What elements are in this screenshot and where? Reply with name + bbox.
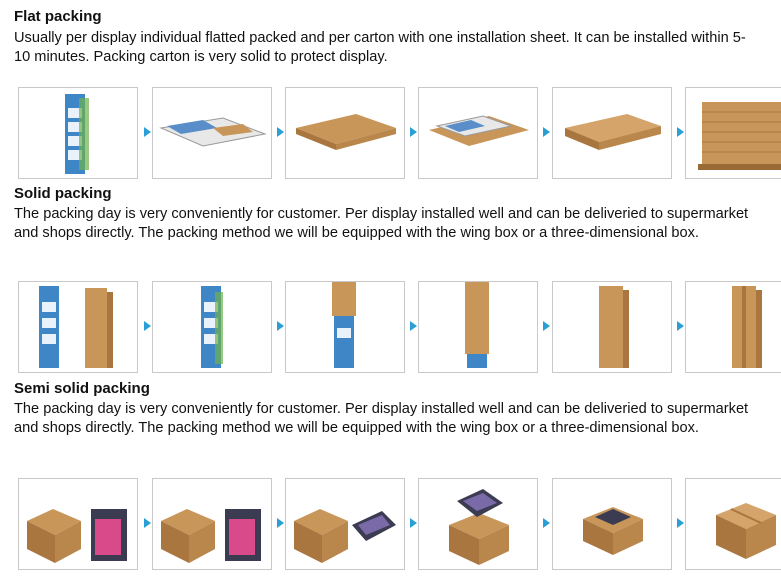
next-step-arrow — [277, 321, 284, 331]
next-step-arrow — [144, 127, 151, 137]
next-step-arrow — [543, 518, 550, 528]
section-description: The packing day is very conveniently for… — [14, 206, 749, 241]
section-description: Usually per display individual flatted p… — [14, 30, 746, 65]
open-box-with-tray-icon — [152, 478, 272, 570]
tray-in-box-icon — [418, 478, 538, 570]
next-step-arrow — [543, 127, 550, 137]
next-step-arrow — [410, 518, 417, 528]
next-step-arrow — [410, 321, 417, 331]
next-step-arrow — [277, 127, 284, 137]
next-step-arrow — [144, 321, 151, 331]
flat-panels-icon — [152, 87, 272, 179]
section-title: Semi solid packing — [14, 380, 150, 397]
panels-in-carton-icon — [418, 87, 538, 179]
next-step-arrow — [543, 321, 550, 331]
section-description: The packing day is very conveniently for… — [14, 401, 749, 436]
section-title: Flat packing — [14, 8, 102, 25]
display-stand-icon — [18, 87, 138, 179]
closed-box-icon — [685, 478, 781, 570]
next-step-arrow — [677, 321, 684, 331]
tall-box-sealed-icon — [685, 281, 781, 373]
display-with-tall-box-icon — [18, 281, 138, 373]
next-step-arrow — [144, 518, 151, 528]
tray-in-box-icon — [552, 478, 672, 570]
box-lowered-on-display-icon — [285, 281, 405, 373]
display-stand-icon — [152, 281, 272, 373]
step-strip — [0, 281, 781, 375]
stacked-cartons-on-pallet-icon — [685, 87, 781, 179]
next-step-arrow — [277, 518, 284, 528]
box-covering-display-icon — [418, 281, 538, 373]
section-title: Solid packing — [14, 185, 112, 202]
step-strip — [0, 87, 781, 181]
open-box-with-tray-icon — [18, 478, 138, 570]
closed-flat-carton-icon — [552, 87, 672, 179]
open-flat-carton-icon — [285, 87, 405, 179]
next-step-arrow — [677, 127, 684, 137]
step-strip — [0, 478, 781, 572]
next-step-arrow — [677, 518, 684, 528]
tall-box-icon — [552, 281, 672, 373]
next-step-arrow — [410, 127, 417, 137]
open-box-with-tray-icon — [285, 478, 405, 570]
